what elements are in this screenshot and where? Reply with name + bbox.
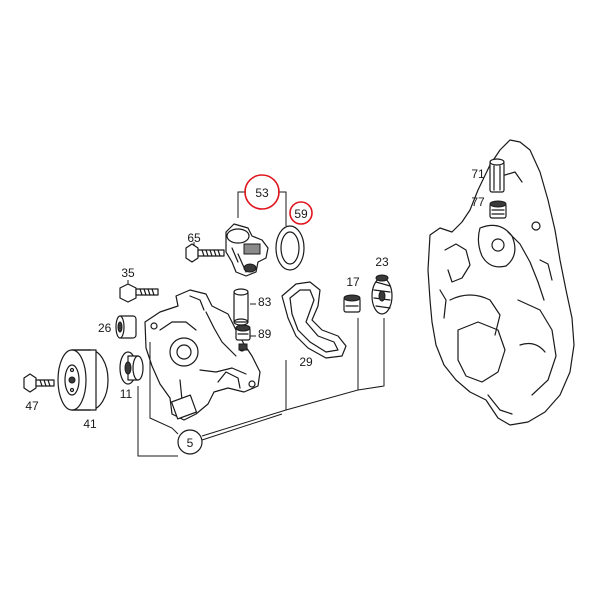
label-part-77[interactable]: 77 [471,195,485,209]
label-part-89[interactable]: 89 [258,327,272,341]
label-part-59[interactable]: 59 [294,207,308,221]
part-77-plug [489,200,507,219]
part-35-bolt [119,283,159,303]
part-65-bolt [185,243,225,263]
part-23-impeller [371,274,393,315]
leader-lines [127,191,385,457]
callout-ring-59 [289,201,313,225]
part-89-plug [235,324,251,351]
label-part-23[interactable]: 23 [375,255,389,269]
part-47-bolt [23,373,55,393]
label-part-71[interactable]: 71 [471,167,485,181]
label-part-26[interactable]: 26 [98,321,112,335]
label-part-29[interactable]: 29 [299,355,313,369]
label-part-5[interactable]: 5 [187,436,194,450]
part-11-hub [119,351,144,385]
part-83-sleeve [233,288,249,326]
part-29-gasket [281,281,347,359]
part-17-cap [343,294,361,313]
part-71-dowel [489,158,505,193]
callout-ring-53 [244,174,280,210]
label-part-11[interactable]: 11 [120,387,133,401]
label-part-17[interactable]: 17 [346,275,360,289]
callout-ring-5 [177,429,203,455]
part-41-pulley [57,349,109,411]
label-part-41[interactable]: 41 [83,417,97,431]
label-part-47[interactable]: 47 [25,399,39,413]
label-part-35[interactable]: 35 [121,266,135,280]
part-59-gasket [275,225,305,271]
part-26-bushing [115,315,137,339]
label-part-65[interactable]: 65 [187,231,201,245]
part-53-thermostat [225,223,269,277]
label-part-83[interactable]: 83 [258,295,272,309]
label-part-53[interactable]: 53 [255,186,269,200]
timing-cover [427,139,575,426]
